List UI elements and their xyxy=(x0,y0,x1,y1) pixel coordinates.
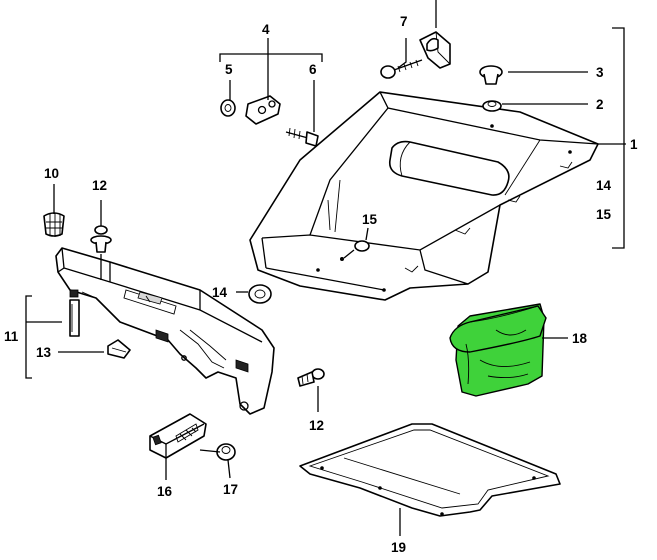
leader-lines xyxy=(25,27,626,536)
callout-3: 3 xyxy=(596,65,604,80)
plug-2 xyxy=(482,100,502,112)
callout-10: 10 xyxy=(44,166,59,181)
floor-mat xyxy=(299,423,561,517)
callout-4: 4 xyxy=(262,22,270,37)
clip-13 xyxy=(107,339,131,359)
callout-labels: 4 5 6 7 3 2 1 14 15 15 14 10 12 11 13 12… xyxy=(4,14,638,555)
callout-2: 2 xyxy=(596,97,604,112)
cross-panel xyxy=(55,247,275,415)
grommet-14 xyxy=(248,284,272,304)
clip-plate-4 xyxy=(245,95,281,125)
callout-17: 17 xyxy=(223,482,238,497)
bracket-16 xyxy=(149,413,207,459)
callout-1: 1 xyxy=(630,137,638,152)
callout-11: 11 xyxy=(4,329,19,344)
callout-19: 19 xyxy=(391,540,406,555)
push-fastener-12a xyxy=(90,200,112,280)
washer-5 xyxy=(220,99,236,117)
callout-15: 15 xyxy=(362,212,378,227)
plug-10 xyxy=(43,212,65,237)
callout-5: 5 xyxy=(225,62,233,77)
tool-bag xyxy=(449,303,547,397)
push-fastener-12b xyxy=(297,368,325,387)
plug-3 xyxy=(479,65,503,85)
callout-15-right: 15 xyxy=(596,207,612,222)
callout-12-lower: 12 xyxy=(309,418,324,433)
callout-18: 18 xyxy=(572,331,588,346)
screw-6 xyxy=(285,127,319,147)
compartment-lining xyxy=(249,91,599,301)
callout-7: 7 xyxy=(400,14,408,29)
callout-13: 13 xyxy=(36,345,52,360)
callout-14-right: 14 xyxy=(596,178,612,193)
bracket-7 xyxy=(380,0,451,79)
screw-7 xyxy=(380,59,423,79)
fastener-15 xyxy=(340,240,370,261)
callout-16: 16 xyxy=(157,484,173,499)
callout-12-upper: 12 xyxy=(92,178,107,193)
callout-6: 6 xyxy=(309,62,317,77)
callout-14: 14 xyxy=(212,285,228,300)
